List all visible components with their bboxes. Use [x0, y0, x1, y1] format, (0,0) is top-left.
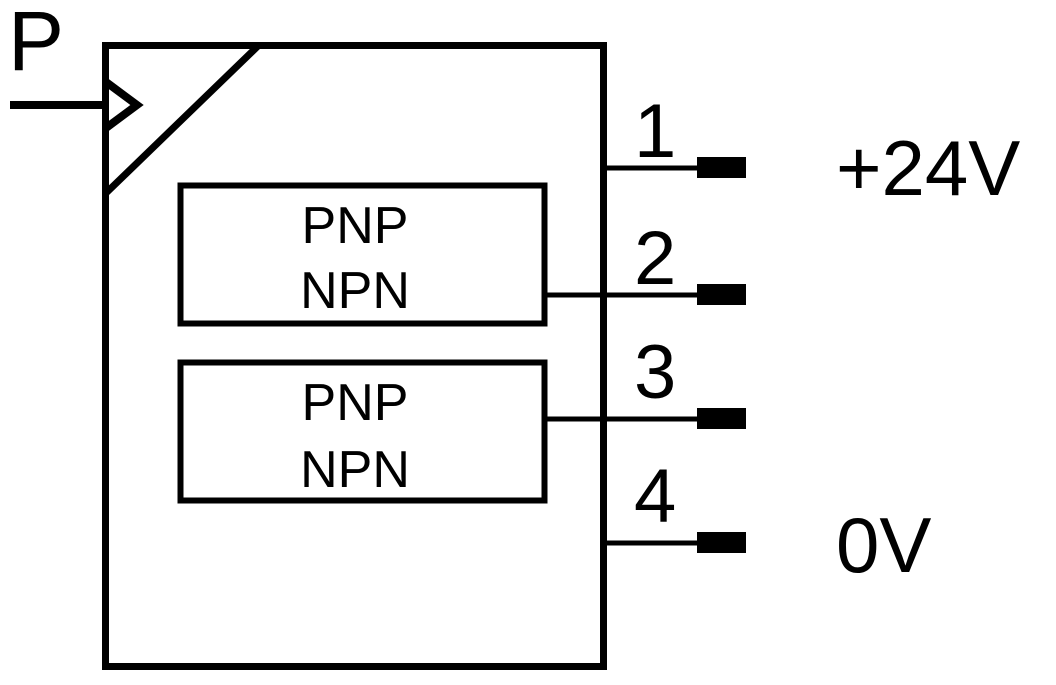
switch-block-2-outline [177, 359, 548, 504]
terminal-4-pad [697, 532, 746, 553]
switch-block-1-outline [177, 182, 548, 327]
switch-block-2-line2: NPN [300, 441, 410, 499]
switch-block-1-line2: NPN [300, 262, 410, 320]
terminal-3-pad [697, 408, 746, 429]
switch-block-2-line1: PNP [302, 374, 409, 432]
sensor-diagonal-line [102, 42, 262, 197]
terminal-2-number: 2 [634, 216, 676, 301]
supply-label-ground: 0V [836, 501, 931, 589]
supply-label-positive: +24V [836, 124, 1020, 212]
sensor-body-outline [102, 42, 607, 670]
port-label-p: P [8, 0, 64, 88]
terminal-1-pad [697, 157, 746, 178]
terminal-2-pad [697, 284, 746, 305]
input-arrow-icon [103, 78, 144, 132]
switch-block-1-line1: PNP [302, 197, 409, 255]
terminal-1-number: 1 [634, 89, 676, 174]
terminal-4-number: 4 [634, 454, 676, 539]
terminal-3-number: 3 [634, 330, 676, 415]
